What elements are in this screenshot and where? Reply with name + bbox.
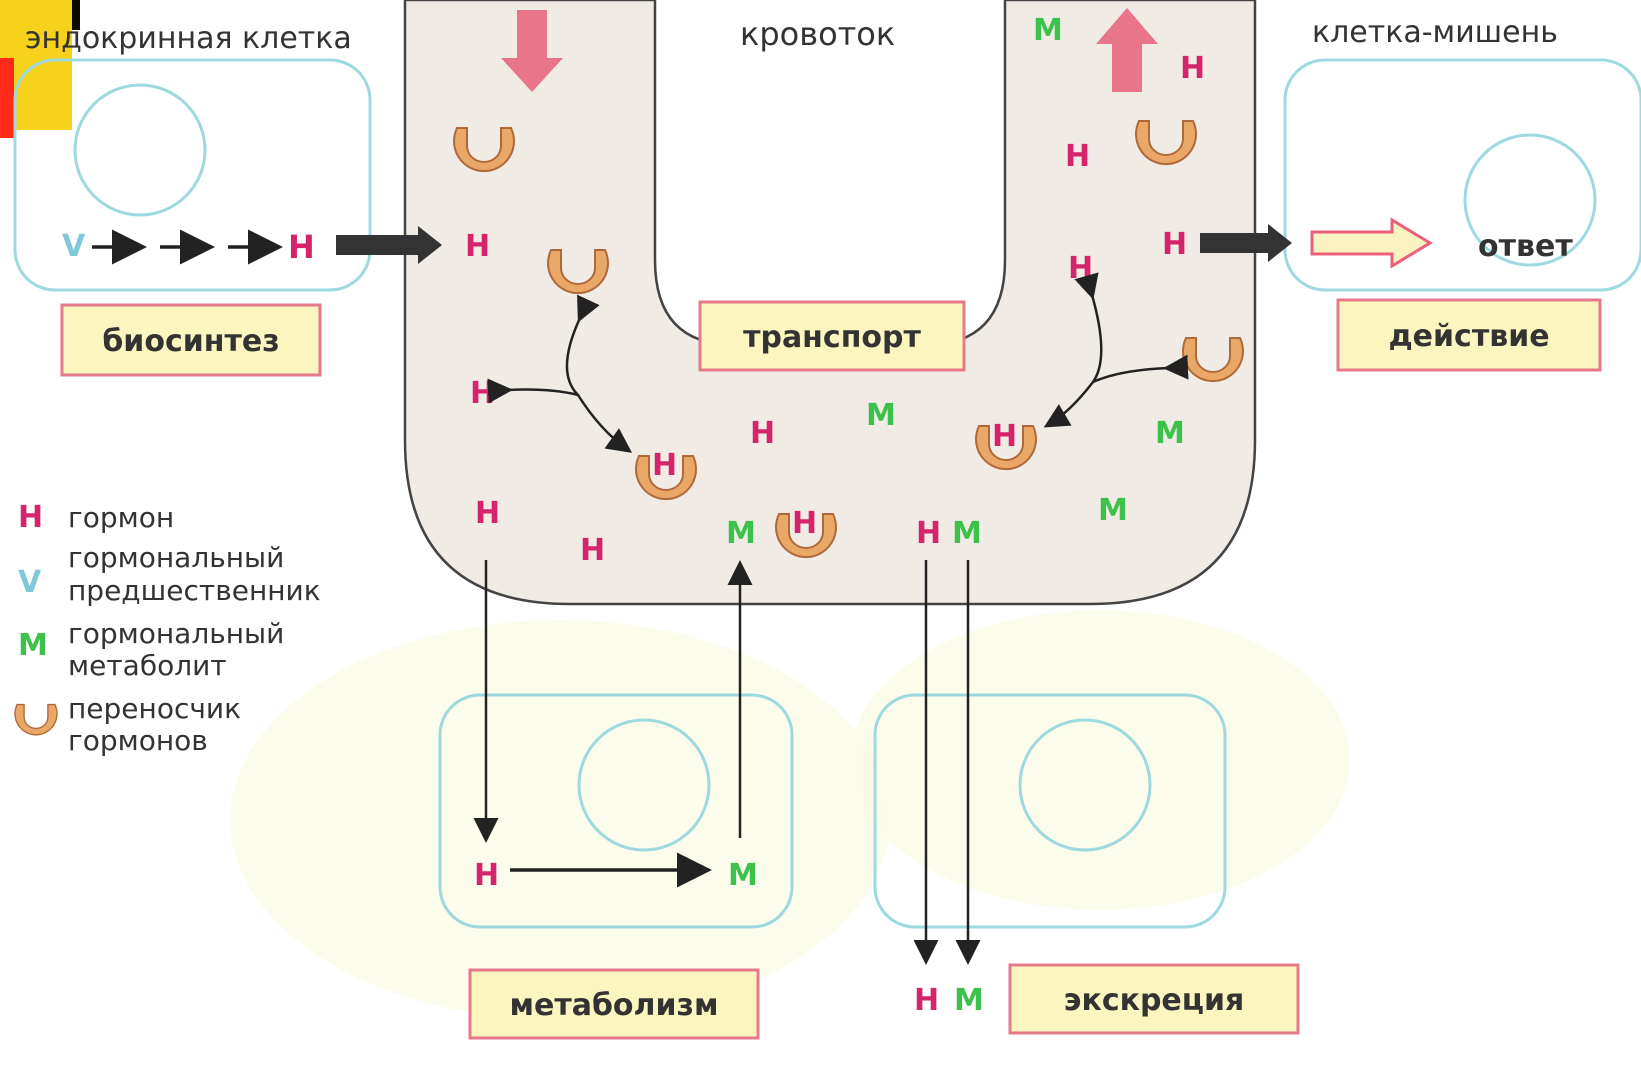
metabolite-symbol: М [1033,13,1063,48]
hormone-symbol: Н [652,448,677,483]
hormone-symbol: Н [792,506,817,541]
hormone-symbol: Н [474,858,499,893]
stage-excretion: экскреция [1064,983,1245,1018]
metabolite-symbol: М [726,516,756,551]
hormone-symbol: Н [750,416,775,451]
hormone-symbol: Н [580,533,605,568]
stage-action: действие [1388,319,1549,354]
legend-hormone-symbol: Н [18,500,43,535]
stage-transport: транспорт [743,320,921,355]
hormone-symbol: Н [914,983,939,1018]
metabolite-symbol: М [728,858,758,893]
stage-biosynthesis: биосинтез [102,324,279,359]
legend-precursor-symbol: V [18,565,42,600]
label-target-cell: клетка-мишень [1312,15,1558,50]
hormone-symbol: Н [1068,251,1093,286]
endocrine-nucleus [75,85,205,215]
precursor-symbol: V [62,229,86,264]
metabolite-symbol: М [952,516,982,551]
outline-arrow-icon [1312,220,1430,266]
legend-hormone-text: гормон [68,501,174,534]
legend-carrier-text-2: гормонов [68,724,208,757]
response-label: ответ [1478,229,1573,264]
hormone-symbol: Н [1162,227,1187,262]
metabolite-symbol: М [866,398,896,433]
legend: Н гормон V гормональный предшественник М… [15,500,321,757]
legend-metabolite-text-2: метаболит [68,649,227,682]
hormone-symbol: Н [916,516,941,551]
label-endocrine-cell: эндокринная клетка [25,21,352,56]
metabolite-symbol: М [954,983,984,1018]
hormone-symbol: Н [992,419,1017,454]
hormone-symbol: Н [475,496,500,531]
hormone-symbol: Н [470,376,495,411]
hormone-symbol: Н [288,228,315,266]
metabolite-symbol: М [1098,493,1128,528]
hormone-symbol: Н [465,229,490,264]
legend-metabolite-text-1: гормональный [68,617,284,650]
label-bloodstream: кровоток [740,15,895,53]
hormone-symbol: Н [1065,139,1090,174]
legend-carrier-icon [15,705,57,735]
legend-precursor-text-2: предшественник [68,574,321,607]
legend-metabolite-symbol: М [18,628,48,663]
metabolite-symbol: М [1155,416,1185,451]
legend-carrier-text-1: переносчик [68,692,241,725]
stage-metabolism: метаболизм [509,988,718,1023]
corner-decoration-red [0,58,14,138]
legend-precursor-text-1: гормональный [68,541,284,574]
hormone-symbol: Н [1180,51,1205,86]
